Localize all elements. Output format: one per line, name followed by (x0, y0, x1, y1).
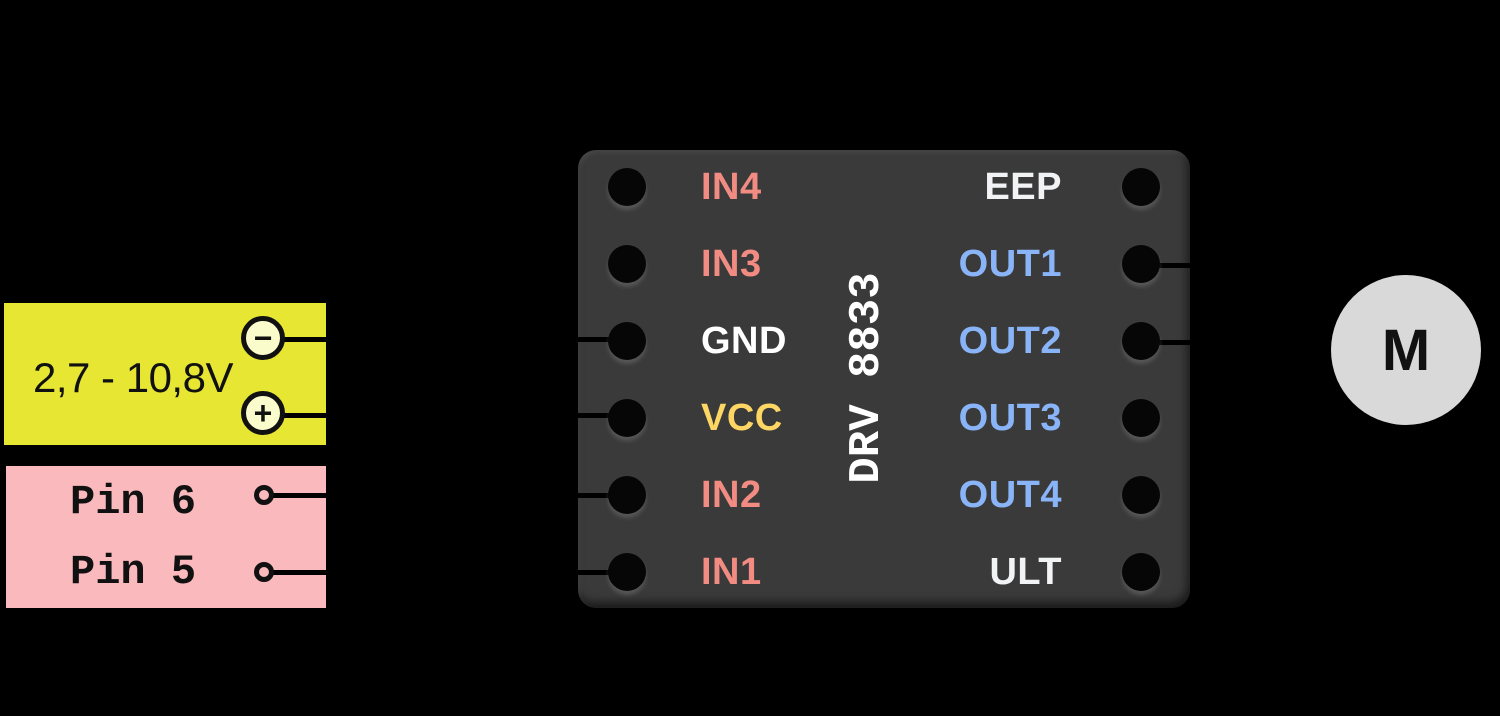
pin-label-out4: OUT4 (958, 474, 1062, 516)
pin-hole-out2[interactable] (1122, 322, 1160, 360)
chip-name-label: DRV 8833 (842, 272, 892, 484)
pin-hole-in2[interactable] (608, 476, 646, 514)
pin-label-ult: ULT (989, 551, 1062, 593)
pin-hole-gnd[interactable] (608, 322, 646, 360)
wire-pin6-to-in2[interactable] (264, 493, 630, 498)
controller-pin6-node[interactable] (254, 485, 274, 505)
pin-label-out3: OUT3 (958, 397, 1062, 439)
pin-hole-in4[interactable] (608, 168, 646, 206)
pin-label-vcc: VCC (701, 397, 783, 439)
pin-label-in1: IN1 (701, 551, 762, 593)
pin-label-in4: IN4 (701, 166, 762, 208)
pin-label-gnd: GND (701, 320, 787, 362)
pin-hole-eep[interactable] (1122, 168, 1160, 206)
pin-hole-out1[interactable] (1122, 245, 1160, 283)
wire-pin5-to-in1[interactable] (264, 570, 630, 575)
plus-icon: + (253, 395, 273, 431)
power-plus-terminal[interactable]: + (241, 391, 285, 435)
controller-pin6-label: Pin 6 (70, 478, 197, 526)
pin-label-in2: IN2 (701, 474, 762, 516)
pin-label-out1: OUT1 (958, 243, 1062, 285)
wire-minus-to-gnd[interactable] (263, 337, 630, 342)
wire-out2-to-motor[interactable] (1141, 340, 1406, 345)
pin-hole-in3[interactable] (608, 245, 646, 283)
controller-pin5-label: Pin 5 (70, 548, 197, 596)
pin-label-eep: EEP (984, 166, 1062, 208)
controller-pin5-node[interactable] (254, 562, 274, 582)
power-minus-terminal[interactable]: − (241, 316, 285, 360)
power-supply-voltage-label: 2,7 - 10,8V (33, 354, 233, 401)
pin-label-in3: IN3 (701, 243, 762, 285)
pin-hole-vcc[interactable] (608, 399, 646, 437)
minus-icon: − (253, 320, 273, 356)
drv8833-chip[interactable] (578, 150, 1190, 608)
motor-label: M (1381, 317, 1431, 383)
pin-hole-out4[interactable] (1122, 476, 1160, 514)
pin-hole-in1[interactable] (608, 553, 646, 591)
wire-out1-to-motor[interactable] (1141, 263, 1403, 268)
wire-plus-to-vcc[interactable] (263, 413, 630, 418)
pin-hole-ult[interactable] (1122, 553, 1160, 591)
pin-label-out2: OUT2 (958, 320, 1062, 362)
motor[interactable]: M (1331, 275, 1481, 425)
pin-hole-out3[interactable] (1122, 399, 1160, 437)
